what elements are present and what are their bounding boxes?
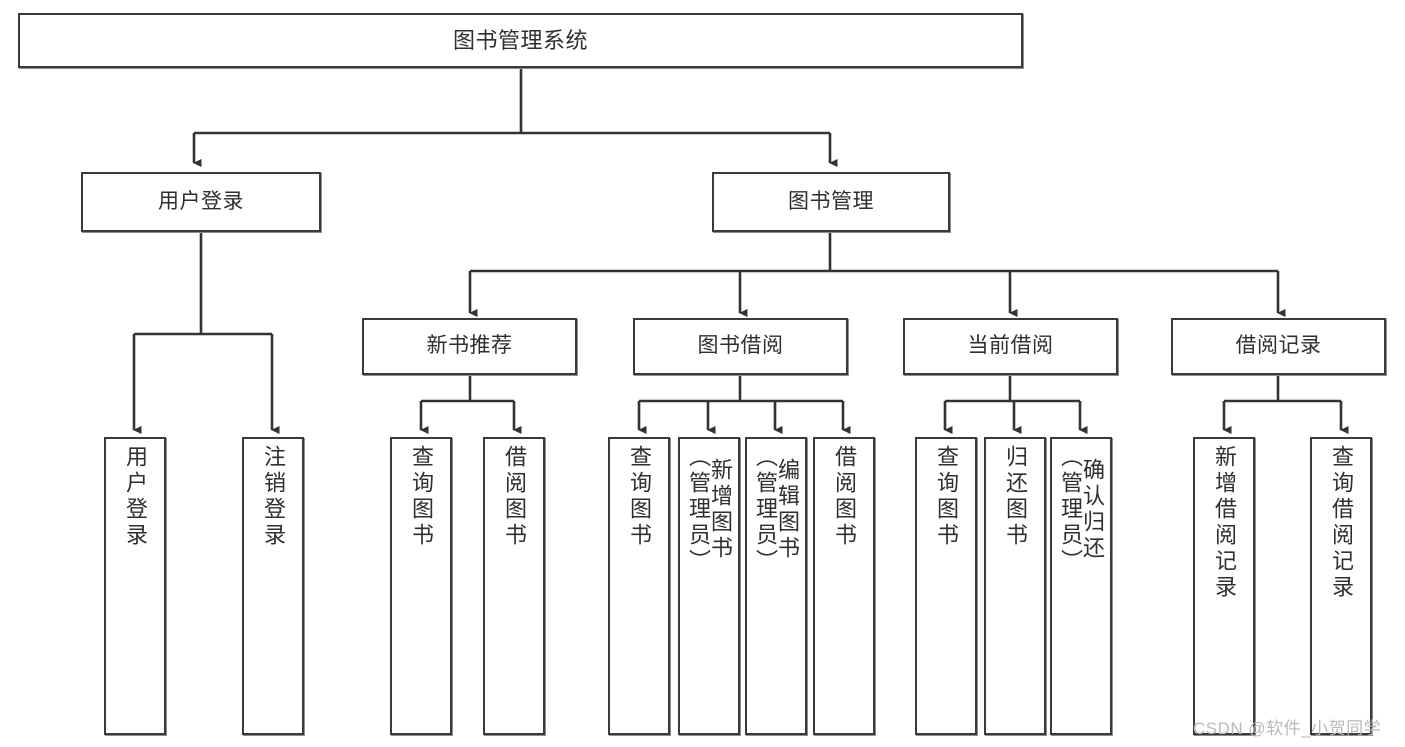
node-new-book-recommend[interactable]: 新书推荐 [362,318,577,375]
node-current-borrow[interactable]: 当前借阅 [903,318,1118,375]
node-label: 新书推荐 [426,334,513,358]
node-label: 查询图书 [627,445,652,549]
leaf-query-book-current[interactable]: 查询图书 [915,437,977,735]
node-user-login[interactable]: 用户登录 [81,172,321,232]
leaf-return-book[interactable]: 归还图书 [984,437,1046,735]
leaf-query-book-recommend[interactable]: 查询图书 [390,437,452,735]
node-label: 查询借阅记录 [1329,445,1354,601]
node-label: 图书管理系统 [452,27,588,53]
node-label: 借阅图书 [502,445,527,549]
node-book-management[interactable]: 图书管理 [712,172,950,232]
watermark-text: CSDN @软件_小贺同学 [1193,719,1382,738]
leaf-edit-book-admin[interactable]: 编辑图书 （管理员） [745,437,807,735]
leaf-borrow-book[interactable]: 借阅图书 [813,437,875,735]
node-label: 用户登录 [123,445,148,549]
leaf-add-book-admin[interactable]: 新增图书 （管理员） [678,437,740,735]
node-label: 注销登录 [261,445,286,549]
node-label: 图书借阅 [697,334,784,358]
node-label: 用户登录 [158,189,244,213]
node-label: 编辑图书 （管理员） [753,445,800,575]
leaf-confirm-return-admin[interactable]: 确认归还 （管理员） [1050,437,1112,735]
node-label: 当前借阅 [967,334,1054,358]
leaf-borrow-book-recommend[interactable]: 借阅图书 [483,437,545,735]
leaf-user-login[interactable]: 用户登录 [104,437,166,735]
node-label: 新增图书 （管理员） [686,445,733,575]
node-label: 查询图书 [409,445,434,549]
leaf-add-borrow-record[interactable]: 新增借阅记录 [1193,437,1255,735]
leaf-query-book-borrow[interactable]: 查询图书 [608,437,670,735]
node-label: 图书管理 [788,189,874,213]
node-borrow-record[interactable]: 借阅记录 [1171,318,1386,375]
leaf-user-logout[interactable]: 注销登录 [242,437,304,735]
node-label: 新增借阅记录 [1212,445,1237,601]
node-label: 借阅图书 [832,445,857,549]
node-label: 查询图书 [934,445,959,549]
node-root-system[interactable]: 图书管理系统 [18,13,1023,68]
leaf-query-borrow-record[interactable]: 查询借阅记录 [1310,437,1372,735]
node-label: 确认归还 （管理员） [1058,445,1105,575]
node-book-borrow[interactable]: 图书借阅 [633,318,848,375]
node-label: 归还图书 [1003,445,1028,549]
node-label: 借阅记录 [1235,334,1322,358]
